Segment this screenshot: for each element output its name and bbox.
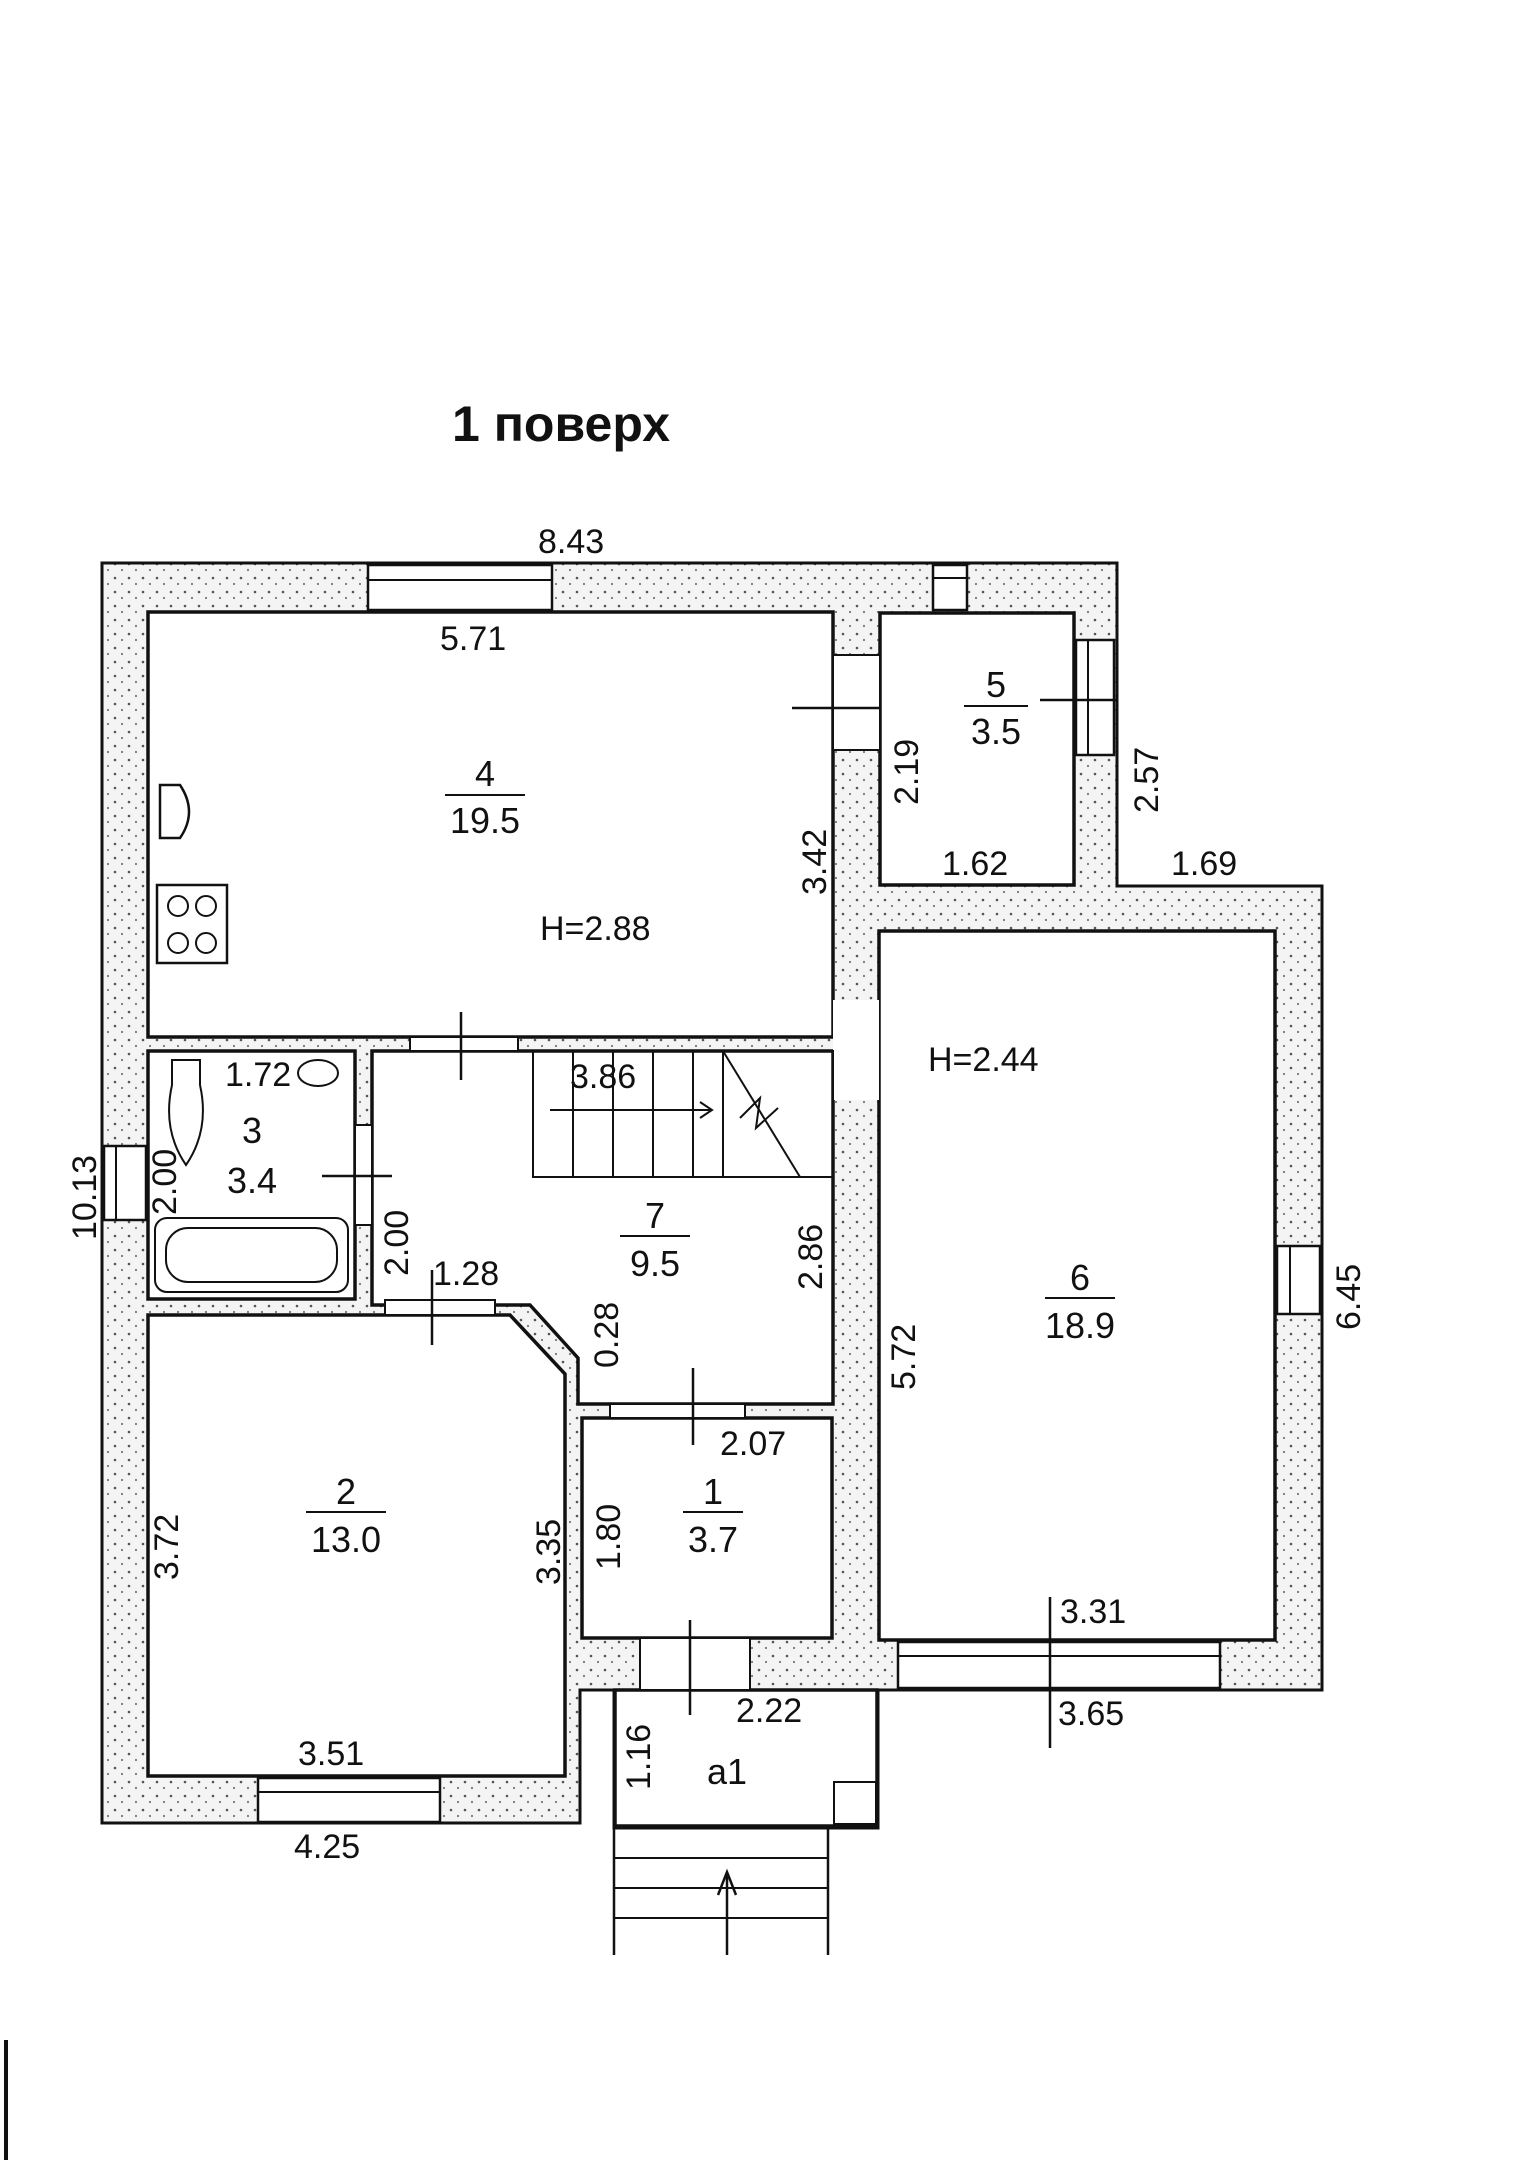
dim-3-42: 3.42: [796, 829, 834, 895]
dim-1-62: 1.62: [942, 845, 1008, 883]
dim-1-28: 1.28: [433, 1255, 499, 1293]
dim-3-65: 3.65: [1058, 1695, 1124, 1733]
room-1-area: 3.7: [688, 1519, 738, 1560]
room-3-area: 3.4: [227, 1160, 277, 1201]
entrance-steps: [612, 1781, 877, 1955]
height-label-2: H=2.44: [928, 1041, 1039, 1079]
room-4: [146, 610, 835, 1039]
dim-2-00b: 2.00: [378, 1210, 416, 1276]
room-7-area: 9.5: [630, 1243, 680, 1284]
dim-1-72: 1.72: [225, 1056, 291, 1094]
dim-2-00a: 2.00: [146, 1149, 184, 1215]
dim-1-80: 1.80: [590, 1504, 628, 1570]
room-5-area: 3.5: [971, 711, 1021, 752]
room-4-number: 4: [475, 753, 495, 794]
room-3-number: 3: [242, 1110, 262, 1151]
dim-2-57: 2.57: [1128, 747, 1166, 813]
dim-3-35: 3.35: [530, 1519, 568, 1585]
dim-3-51: 3.51: [298, 1735, 364, 1773]
room-5: [878, 611, 1076, 887]
room-6: [877, 929, 1277, 1642]
stairs: [532, 1050, 834, 1178]
dim-8-43: 8.43: [538, 523, 604, 561]
dim-3-72: 3.72: [148, 1514, 186, 1580]
room-a1-label: а1: [707, 1751, 747, 1792]
windows: [102, 563, 1322, 1824]
dim-6-45: 6.45: [1330, 1264, 1368, 1330]
room-5-number: 5: [986, 664, 1006, 705]
dim-5-72: 5.72: [885, 1324, 923, 1390]
dim-5-71: 5.71: [440, 620, 506, 658]
floor-title: 1 поверх: [452, 396, 671, 452]
dim-3-31: 3.31: [1060, 1593, 1126, 1631]
doors: [322, 654, 1118, 1715]
room-3: [146, 1049, 357, 1301]
kitchen-fixtures: [155, 783, 229, 965]
dimension-labels: 8.43 5.71 1.62 1.69 1.72 3.86 1.28 2.07 …: [66, 523, 1368, 1866]
room-6-area: 18.9: [1045, 1305, 1115, 1346]
dim-2-22: 2.22: [736, 1692, 802, 1730]
bathroom-fixtures: [154, 1059, 349, 1293]
dim-0-28: 0.28: [588, 1302, 626, 1368]
dim-2-07: 2.07: [720, 1425, 786, 1463]
dim-2-86: 2.86: [792, 1224, 830, 1290]
dim-1-69: 1.69: [1171, 845, 1237, 883]
room-4-area: 19.5: [450, 800, 520, 841]
room-2-area: 13.0: [311, 1519, 381, 1560]
dim-2-19: 2.19: [888, 739, 926, 805]
room-labels: 4 19.5 5 3.5 6 18.9 3 3.4 7 9.5 2 13.0 1…: [227, 664, 1115, 1792]
room-1-number: 1: [703, 1471, 723, 1512]
room-6-number: 6: [1070, 1257, 1090, 1298]
dim-1-16: 1.16: [620, 1724, 658, 1790]
dim-3-86: 3.86: [570, 1058, 636, 1096]
room-2-number: 2: [336, 1471, 356, 1512]
dim-10-13: 10.13: [66, 1155, 104, 1240]
dim-4-25: 4.25: [294, 1828, 360, 1866]
room-7-number: 7: [645, 1195, 665, 1236]
height-label-1: H=2.88: [540, 910, 651, 948]
room-1: [580, 1416, 834, 1640]
